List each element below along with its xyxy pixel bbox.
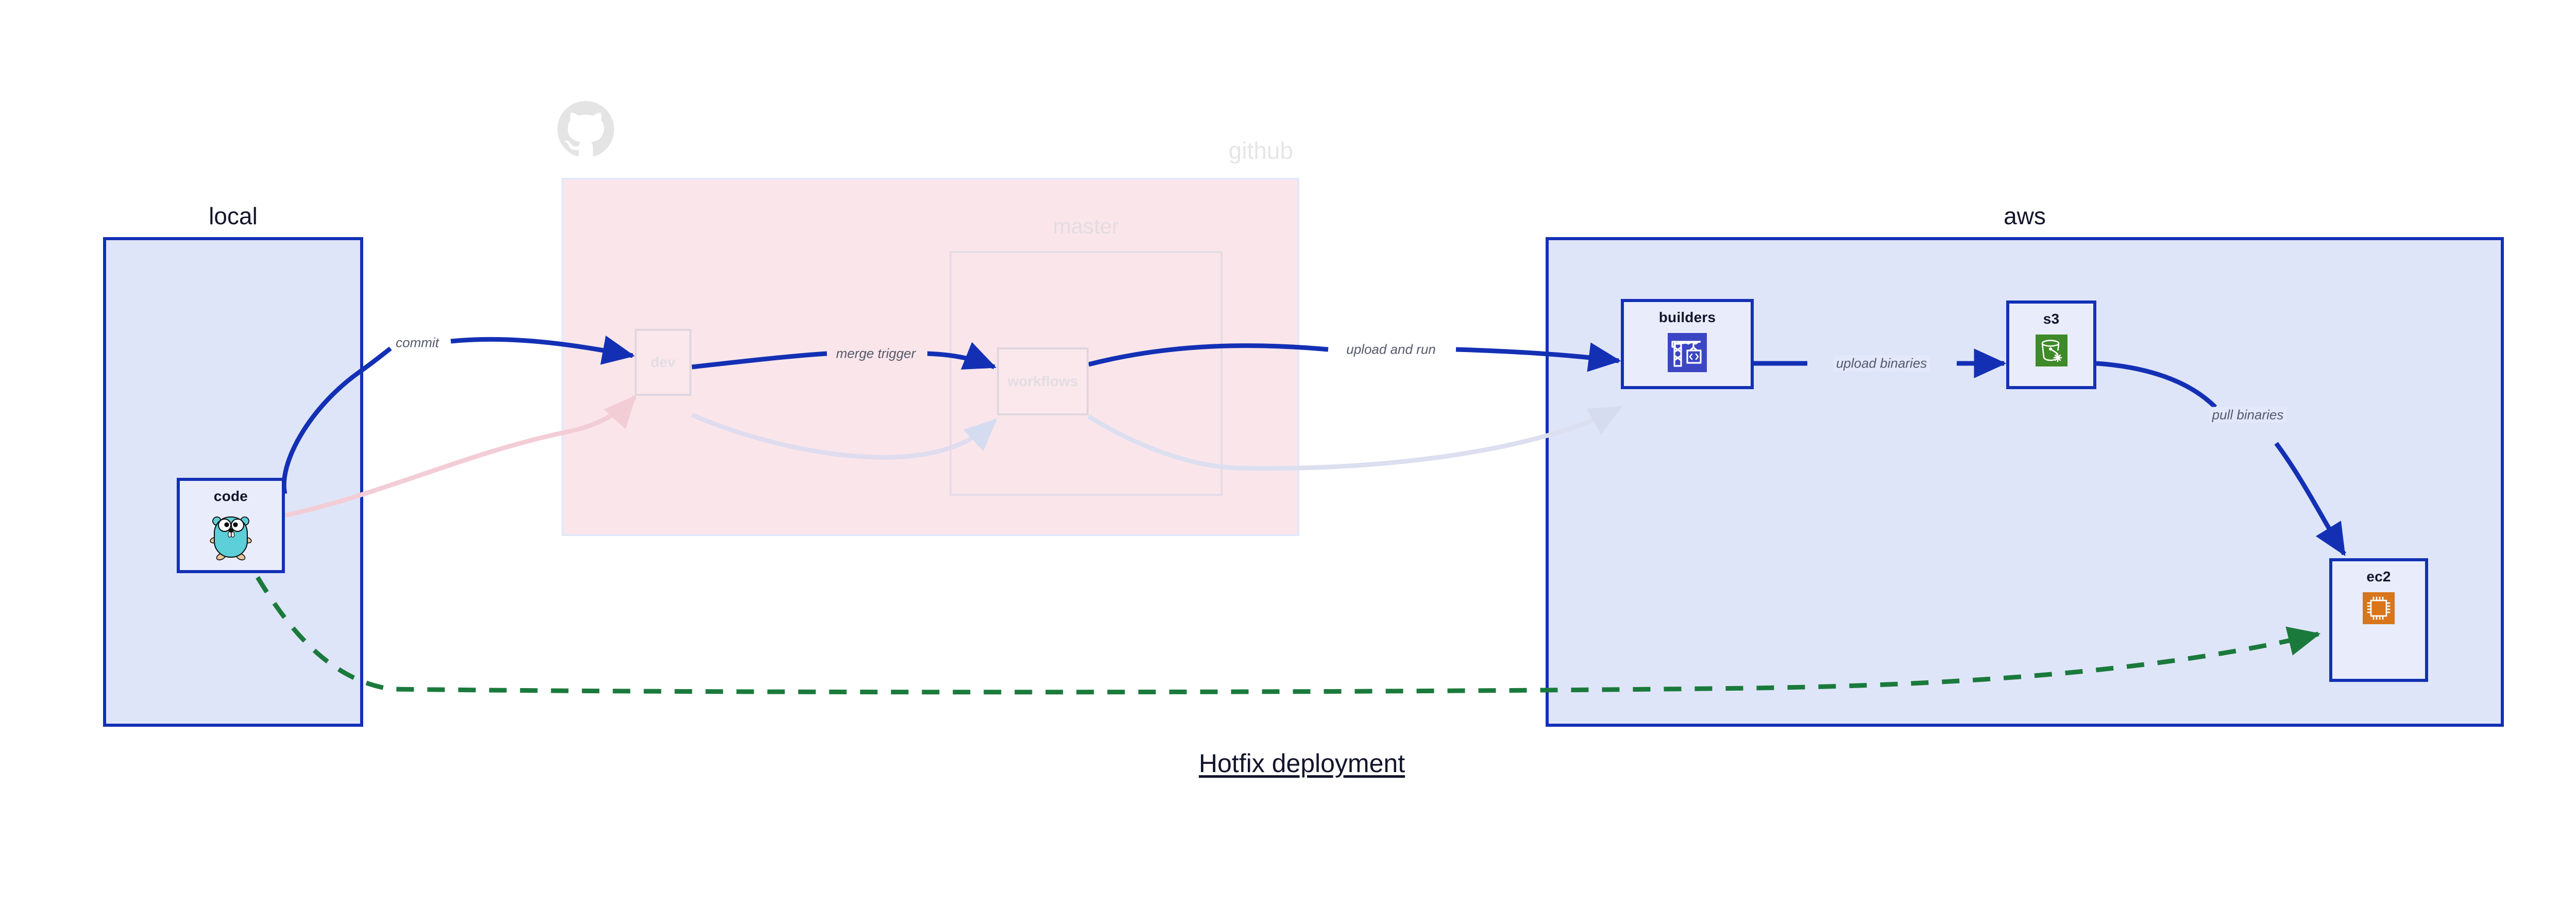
edge-label-upload-and-run: upload and run xyxy=(1343,341,1439,358)
node-workflows[interactable]: workflows xyxy=(997,347,1089,415)
node-ec2[interactable]: ec2 xyxy=(2329,558,2428,682)
region-master xyxy=(950,251,1223,496)
container-aws-label: aws xyxy=(2004,203,2046,229)
node-ec2-label: ec2 xyxy=(2366,569,2391,584)
edge-label-upload-binaries: upload binaries xyxy=(1833,355,1930,372)
github-mark-icon xyxy=(557,101,614,157)
node-builders-label: builders xyxy=(1658,309,1716,325)
aws-codebuild-crane-icon xyxy=(1668,333,1707,375)
container-github-label: github xyxy=(1228,137,1293,164)
node-dev[interactable]: dev xyxy=(635,329,691,396)
edge-label-commit: commit xyxy=(393,335,442,351)
node-workflows-label: workflows xyxy=(1007,373,1078,389)
edge-label-pull-binaries: pull binaries xyxy=(2209,407,2287,423)
node-dev-label: dev xyxy=(650,354,676,370)
go-gopher-icon xyxy=(208,512,253,564)
container-local-label: local xyxy=(209,203,258,229)
node-s3[interactable]: s3 xyxy=(2006,300,2096,389)
edge-label-merge-trigger: merge trigger xyxy=(833,345,919,362)
aws-s3-bucket-snowflake-icon xyxy=(2035,335,2067,369)
region-master-label: master xyxy=(1053,214,1120,238)
node-s3-label: s3 xyxy=(2043,311,2060,327)
node-code[interactable]: code xyxy=(177,478,285,573)
node-code-label: code xyxy=(213,488,248,504)
diagram-title: Hotfix deployment xyxy=(1198,749,1405,778)
aws-ec2-chip-icon xyxy=(2363,592,2395,627)
node-builders[interactable]: builders xyxy=(1621,299,1754,389)
